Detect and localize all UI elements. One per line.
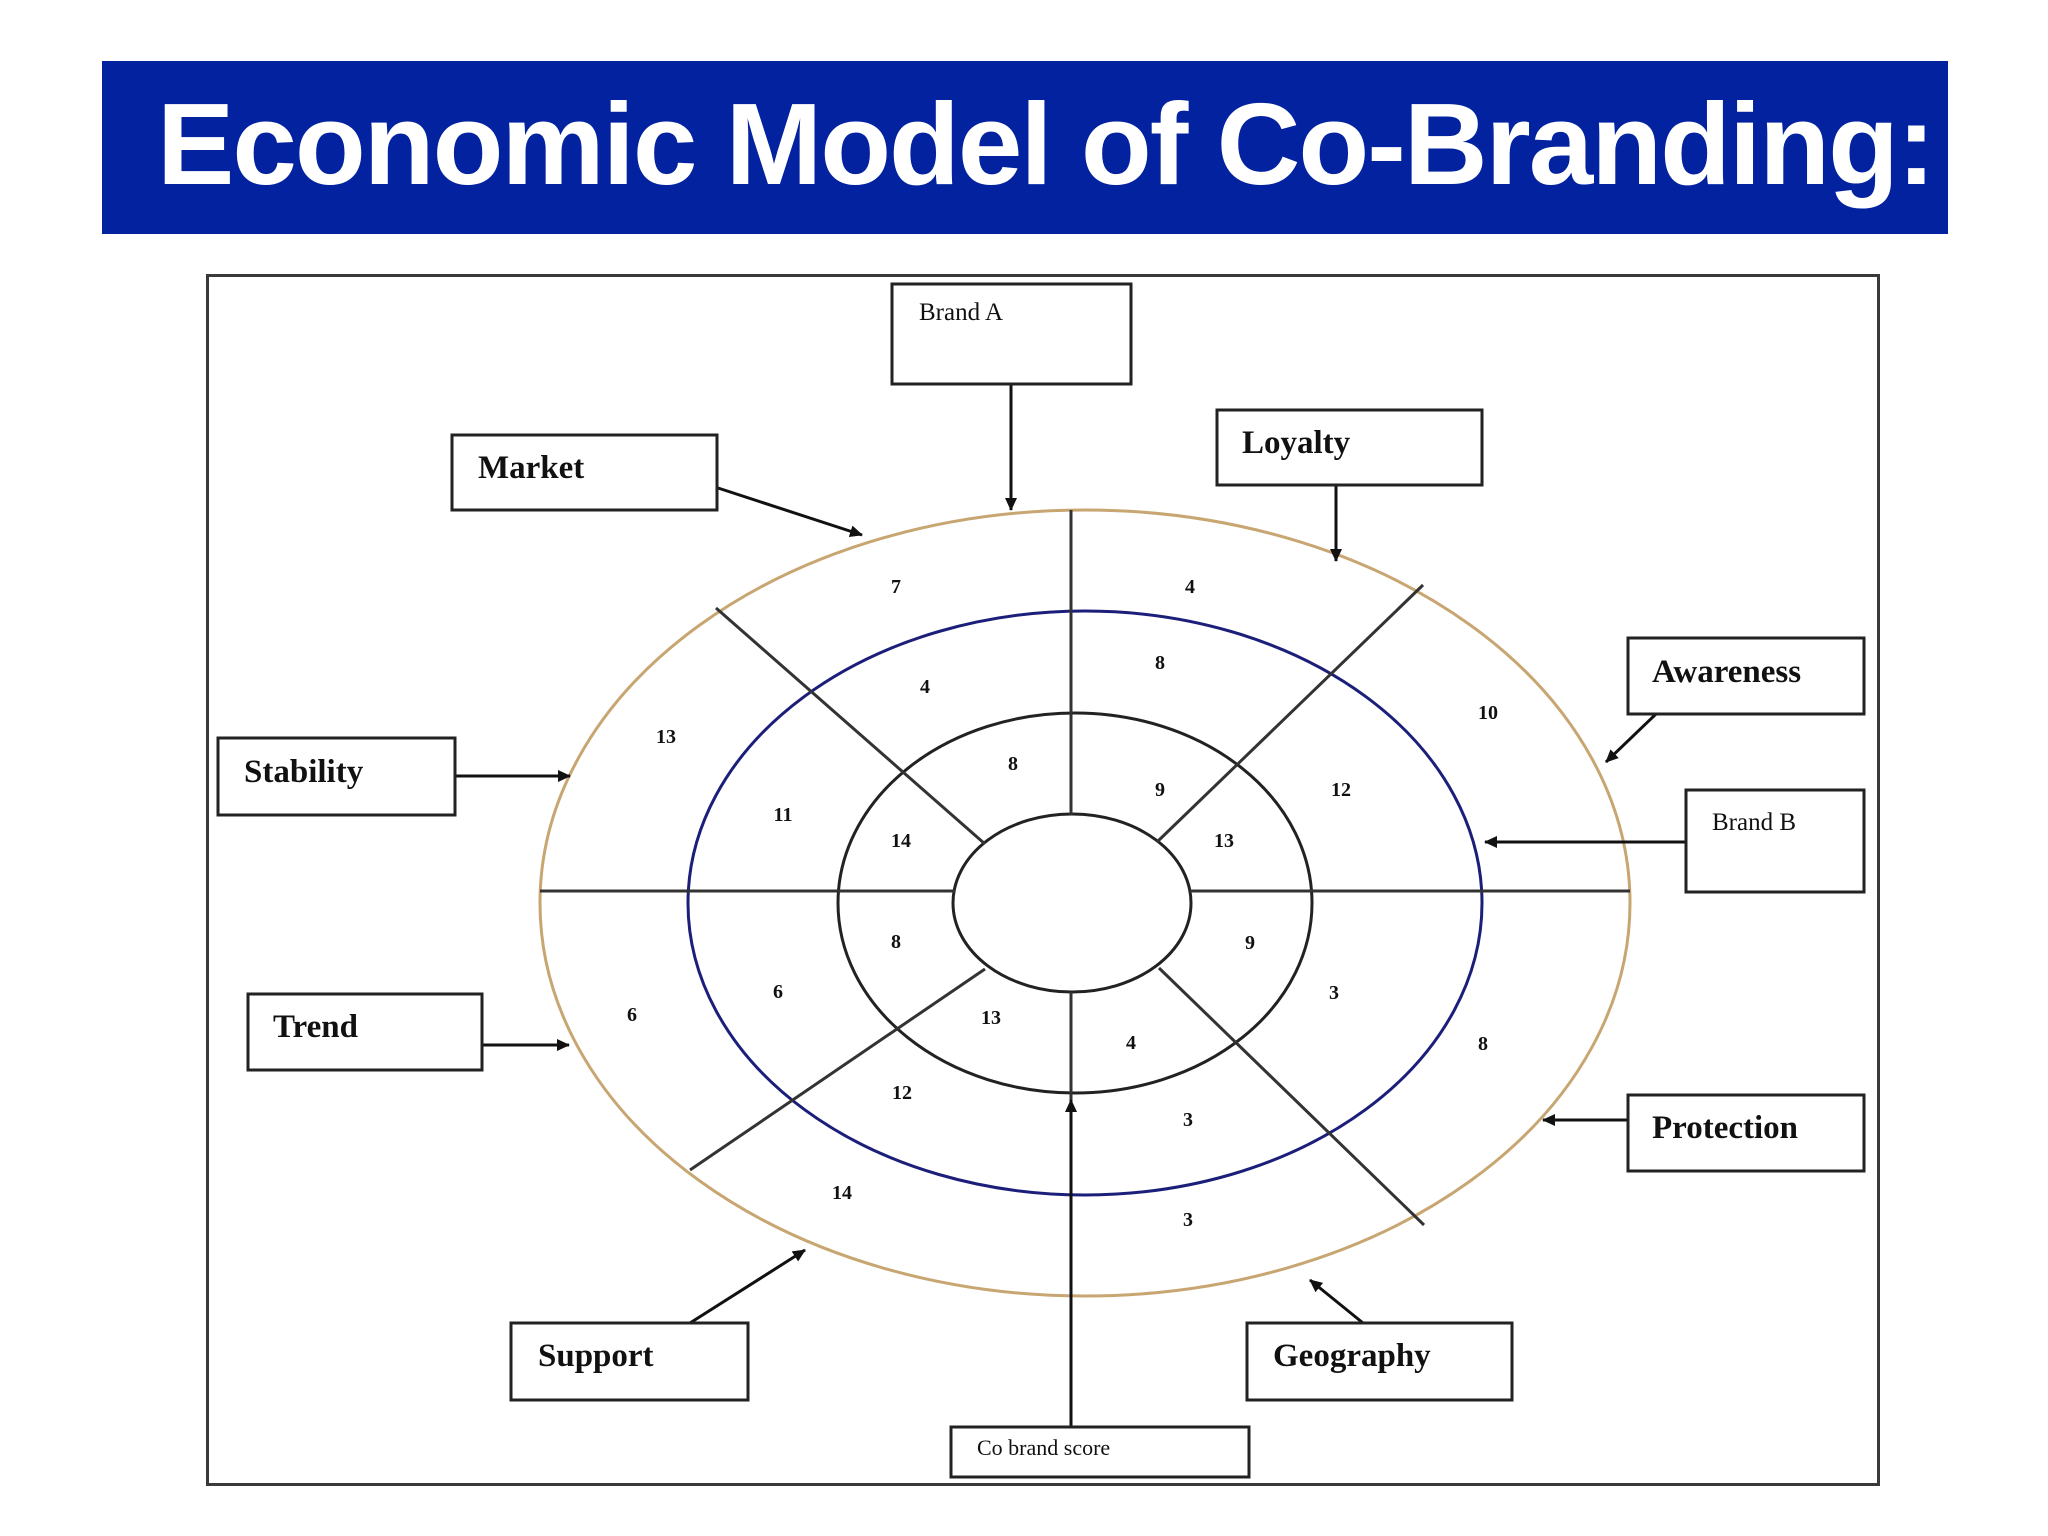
middle-score-protection: 3 — [1329, 982, 1339, 1004]
geography-arrow — [1309, 1278, 1364, 1325]
brand-b-box — [1684, 788, 1866, 894]
stability-box — [216, 736, 457, 817]
middle-score-support: 12 — [892, 1082, 912, 1104]
geography-box — [1245, 1321, 1514, 1402]
outer-score-market: 7 — [891, 576, 901, 598]
middle-score-stability: 11 — [774, 804, 793, 826]
center-circle — [951, 812, 1193, 994]
brand-b-label: Brand B — [1712, 809, 1796, 836]
outer-score-trend: 6 — [627, 1004, 637, 1026]
inner-ring — [836, 711, 1314, 1095]
middle-score-market: 4 — [920, 676, 930, 698]
awareness-label: Awareness — [1652, 654, 1801, 690]
trend-box — [246, 992, 484, 1072]
inner-score-trend: 8 — [891, 931, 901, 953]
middle-score-geography: 3 — [1183, 1109, 1193, 1131]
spoke-bottom-left — [689, 967, 986, 1172]
awareness-box — [1626, 636, 1866, 716]
outer-score-support: 14 — [832, 1182, 852, 1204]
co-brand-score-box — [949, 1425, 1251, 1479]
support-box — [509, 1321, 750, 1402]
market-label: Market — [478, 450, 584, 486]
title-bar: Economic Model of Co-Branding: — [102, 61, 1948, 234]
inner-score-geography: 4 — [1126, 1032, 1136, 1054]
page-title: Economic Model of Co-Branding: — [157, 79, 1936, 209]
outer-score-geography: 3 — [1183, 1209, 1193, 1231]
inner-score-protection: 9 — [1245, 932, 1255, 954]
trend-label: Trend — [273, 1009, 358, 1045]
outer-ring — [538, 508, 1632, 1298]
spoke-top-left — [715, 606, 986, 846]
support-label: Support — [538, 1338, 654, 1374]
outer-score-protection: 8 — [1478, 1033, 1488, 1055]
stability-label: Stability — [244, 754, 364, 790]
geography-label: Geography — [1273, 1338, 1431, 1374]
loyalty-label: Loyalty — [1242, 425, 1351, 461]
loyalty-box — [1215, 408, 1484, 487]
market-box — [450, 433, 719, 512]
co-brand-score-label: Co brand score — [977, 1435, 1110, 1460]
support-arrow — [689, 1248, 806, 1325]
middle-score-loyalty: 8 — [1155, 652, 1165, 674]
label-boxes — [216, 282, 1866, 1479]
awareness-arrow — [1604, 712, 1658, 764]
spoke-bottom-right — [1157, 966, 1426, 1227]
inner-score-support: 13 — [981, 1007, 1001, 1029]
protection-box — [1626, 1093, 1866, 1173]
brand-a-box — [890, 282, 1133, 386]
outer-score-awareness: 10 — [1478, 702, 1498, 724]
inner-score-loyalty: 9 — [1155, 779, 1165, 801]
inner-score-market: 8 — [1008, 753, 1018, 775]
middle-score-trend: 6 — [773, 981, 783, 1003]
inner-score-stability: 14 — [891, 830, 911, 852]
market-arrow — [717, 486, 863, 537]
inner-score-awareness: 13 — [1214, 830, 1234, 852]
arrows — [455, 384, 1686, 1427]
middle-ring — [686, 609, 1484, 1197]
brand-a-label: Brand A — [919, 299, 1003, 326]
outer-score-loyalty: 4 — [1185, 576, 1195, 598]
middle-score-awareness: 12 — [1331, 779, 1351, 801]
outer-score-stability: 13 — [656, 726, 676, 748]
spoke-top-right — [1155, 583, 1425, 844]
protection-label: Protection — [1652, 1110, 1798, 1146]
